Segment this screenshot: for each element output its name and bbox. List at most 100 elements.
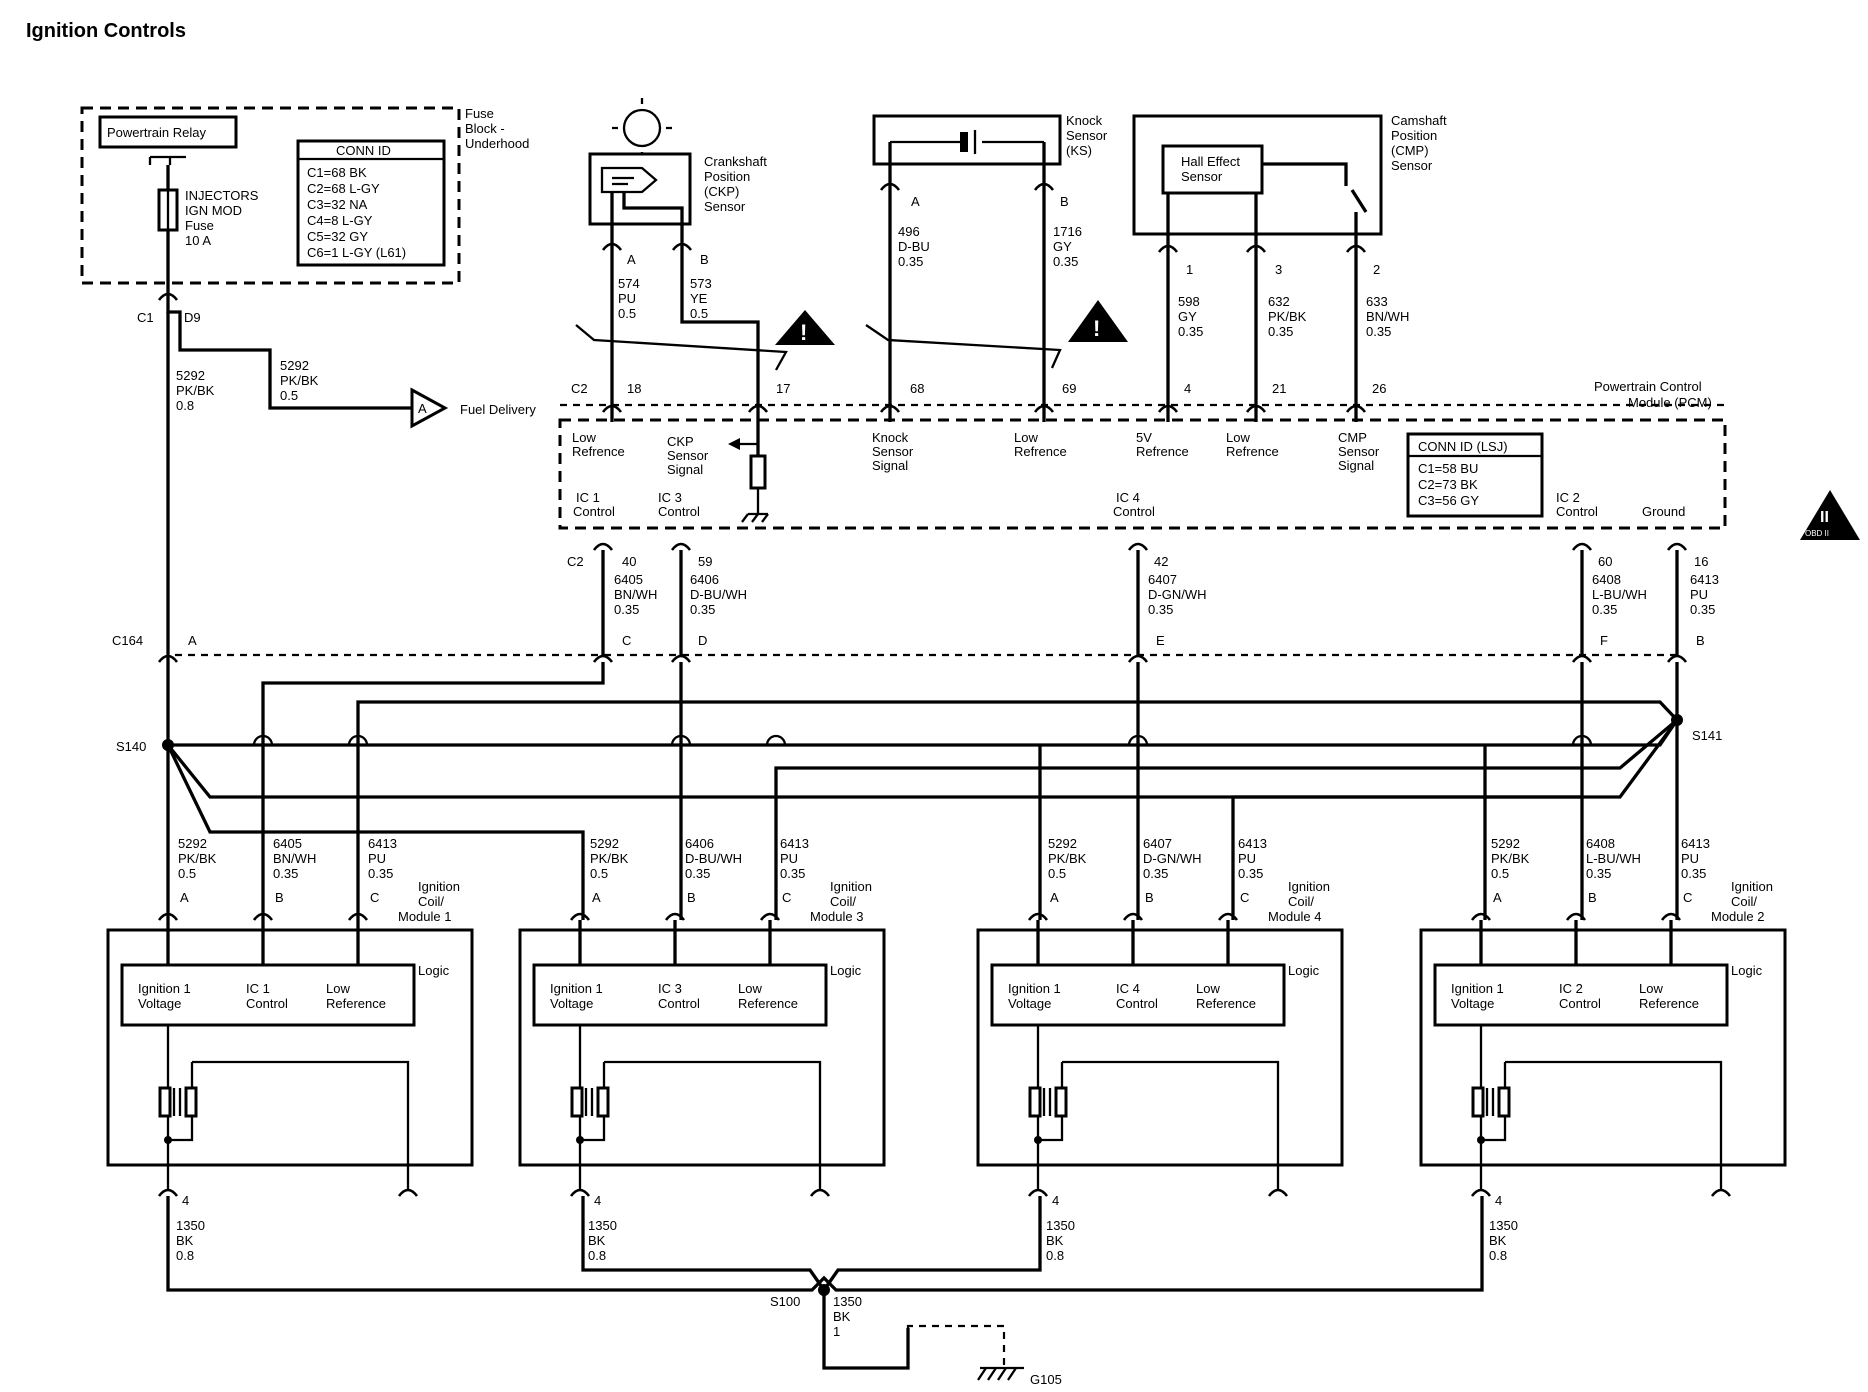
- coil-module-label: Ignition: [830, 879, 872, 894]
- splice-s141: [1671, 714, 1683, 726]
- ground-circuit: [166, 1196, 1484, 1381]
- coil-wire-label: 5292: [1048, 836, 1077, 851]
- coil-wire-label: 0.5: [590, 866, 608, 881]
- svg-text:S141: S141: [1692, 728, 1722, 743]
- svg-text:D-BU: D-BU: [898, 239, 930, 254]
- svg-text:Hall Effect: Hall Effect: [1181, 154, 1240, 169]
- coil-pin-label: C: [782, 890, 791, 905]
- coil-winding-primary: [1471, 1086, 1485, 1118]
- coil-logic-cell-label: Low: [738, 981, 762, 996]
- svg-text:1350: 1350: [833, 1294, 862, 1309]
- svg-text:BN/WH: BN/WH: [1366, 309, 1409, 324]
- svg-text:0.35: 0.35: [690, 602, 715, 617]
- svg-text:PK/BK: PK/BK: [280, 373, 319, 388]
- coil-wire-label: 6413: [1238, 836, 1267, 851]
- coil-logic-label: Logic: [830, 963, 862, 978]
- svg-text:1: 1: [833, 1324, 840, 1339]
- coil-ground-pin-connector: [157, 1188, 179, 1197]
- svg-text:D9: D9: [184, 310, 201, 325]
- g105-label: G105: [1030, 1372, 1062, 1387]
- svg-text:GY: GY: [1178, 309, 1197, 324]
- coil-ground-pin-label: 4: [594, 1193, 601, 1208]
- svg-text:E: E: [1156, 633, 1165, 648]
- svg-text:21: 21: [1272, 381, 1286, 396]
- coil-winding-secondary: [1054, 1086, 1068, 1118]
- coil-wire-label: L-BU/WH: [1586, 851, 1641, 866]
- coil-winding-primary: [158, 1086, 172, 1118]
- svg-text:496: 496: [898, 224, 920, 239]
- coil-wire-label: PU: [1238, 851, 1256, 866]
- svg-text:BK: BK: [833, 1309, 851, 1324]
- svg-text:10 A: 10 A: [185, 233, 211, 248]
- svg-text:Refrence: Refrence: [1014, 444, 1067, 459]
- coil-ground-wire-label: BK: [1046, 1233, 1064, 1248]
- fuse-block-conn-id-table: [296, 139, 446, 267]
- coil-pin-label: B: [1145, 890, 1154, 905]
- powertrain-relay: [98, 115, 238, 149]
- coil-wire-label: 0.5: [1491, 866, 1509, 881]
- svg-text:IC 1: IC 1: [576, 490, 600, 505]
- svg-text:632: 632: [1268, 294, 1290, 309]
- coil-logic-cell-label: Control: [658, 996, 700, 1011]
- ignition-coil-module-2: 5292PK/BK0.5A6406D-BU/WH0.35B6413PU0.35C…: [518, 836, 886, 1263]
- svg-text:598: 598: [1178, 294, 1200, 309]
- coil-logic-block: [1433, 963, 1729, 1027]
- coil-winding-primary: [1028, 1086, 1042, 1118]
- svg-text:69: 69: [1062, 381, 1076, 396]
- coil-logic-cell-label: Control: [1559, 996, 1601, 1011]
- svg-text:!: !: [800, 320, 807, 345]
- coil-winding-primary: [570, 1086, 584, 1118]
- fuel-delivery-label: Fuel Delivery: [460, 402, 536, 417]
- svg-text:C6=1 L-GY (L61): C6=1 L-GY (L61): [307, 245, 406, 260]
- svg-text:6405: 6405: [614, 572, 643, 587]
- svg-text:2: 2: [1373, 262, 1380, 277]
- coil-module-label: Ignition: [1731, 879, 1773, 894]
- svg-text:Control: Control: [573, 504, 615, 519]
- coil-ground-wire-label: 0.8: [1046, 1248, 1064, 1263]
- svg-text:Module (PCM): Module (PCM): [1628, 395, 1712, 410]
- svg-text:Ground: Ground: [1642, 504, 1685, 519]
- svg-text:42: 42: [1154, 554, 1168, 569]
- coil-logic-cell-label: Voltage: [550, 996, 593, 1011]
- coil-pin-connector: [157, 912, 179, 921]
- ckp-sensor-label: Crankshaft: [704, 154, 767, 169]
- svg-text:Fuse: Fuse: [185, 218, 214, 233]
- coil-wire-label: 0.35: [1238, 866, 1263, 881]
- svg-text:A: A: [418, 401, 427, 416]
- coil-module-label: Module 1: [398, 909, 451, 924]
- svg-text:C5=32 GY: C5=32 GY: [307, 229, 368, 244]
- svg-text:C2=68 L-GY: C2=68 L-GY: [307, 181, 380, 196]
- pcm-module: Powertrain Control Module (PCM) C2 18 17…: [558, 379, 1727, 569]
- svg-text:6413: 6413: [1690, 572, 1719, 587]
- svg-text:IC 3: IC 3: [658, 490, 682, 505]
- svg-text:4: 4: [1184, 381, 1191, 396]
- cmp-sensor: Hall Effect Sensor Camshaft Position (CM…: [1132, 113, 1447, 240]
- coil-wire-label: PU: [368, 851, 386, 866]
- coil-ground-wire-label: BK: [588, 1233, 606, 1248]
- svg-text:D-BU/WH: D-BU/WH: [690, 587, 747, 602]
- svg-text:Position: Position: [1391, 128, 1437, 143]
- svg-text:0.35: 0.35: [1178, 324, 1203, 339]
- coil-module-label: Ignition: [1288, 879, 1330, 894]
- coil-pin-connector: [569, 912, 591, 921]
- svg-text:D-GN/WH: D-GN/WH: [1148, 587, 1207, 602]
- coil-logic-cell-label: Ignition 1: [1008, 981, 1061, 996]
- coil-ground-wire-label: 1350: [176, 1218, 205, 1233]
- svg-text:18: 18: [627, 381, 641, 396]
- obd-ii-icon: II OBD II: [1800, 490, 1860, 540]
- coil-wire-label: PK/BK: [1048, 851, 1087, 866]
- coil-logic-cell-label: Reference: [1196, 996, 1256, 1011]
- coil-pin-connector: [252, 912, 274, 921]
- ignition-coil-module-4: 5292PK/BK0.5A6408L-BU/WH0.35B6413PU0.35C…: [1419, 836, 1787, 1263]
- svg-text:Refrence: Refrence: [1226, 444, 1279, 459]
- svg-text:0.5: 0.5: [280, 388, 298, 403]
- fuse-label: INJECTORS: [185, 188, 259, 203]
- svg-text:1: 1: [1186, 262, 1193, 277]
- svg-text:Low: Low: [1226, 430, 1250, 445]
- svg-text:A: A: [188, 633, 197, 648]
- c164-connector: C164 A C D E F B: [112, 633, 1705, 663]
- svg-text:6407: 6407: [1148, 572, 1177, 587]
- svg-text:0.35: 0.35: [1592, 602, 1617, 617]
- coil-pin-label: A: [1050, 890, 1059, 905]
- coil-logic-cell-label: Low: [1196, 981, 1220, 996]
